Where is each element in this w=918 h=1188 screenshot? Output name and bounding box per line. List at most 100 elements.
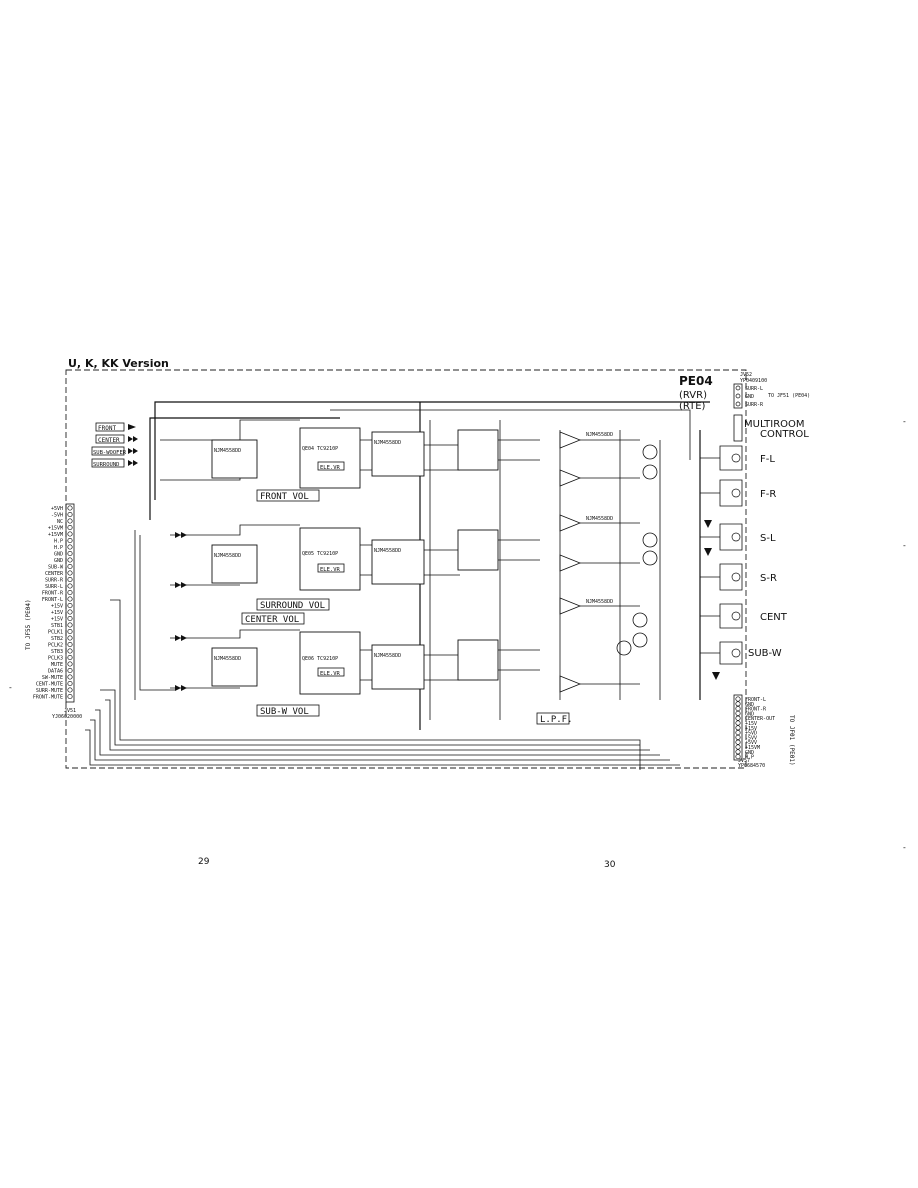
jack-icon xyxy=(731,488,741,498)
jack-cent-label: CENT xyxy=(760,612,788,623)
connector-pin xyxy=(67,693,73,700)
left-connector: JV51 YJ06020000 TO JF55 (PE04) +5VH-5VHN… xyxy=(25,503,82,720)
pin-label: GND xyxy=(745,702,754,708)
legend-subwoofer: SUB-WOOFER xyxy=(93,450,127,456)
svg-text:-: - xyxy=(902,843,907,852)
front-ic xyxy=(299,427,361,489)
page-number-right: 30 xyxy=(604,860,616,870)
connector-pin xyxy=(735,749,741,755)
pin-label: SUB-W xyxy=(48,565,64,571)
connector-pin xyxy=(67,609,73,615)
front-ic-sublabel: ELE.VR xyxy=(320,465,341,471)
pin-label: +5VH xyxy=(51,506,63,512)
legend-center: CENTER xyxy=(98,437,120,444)
pin-label: FRONT-L xyxy=(745,697,766,703)
connector-pin xyxy=(67,635,73,641)
jack-icon xyxy=(731,532,741,542)
surround-vol-label: SURROUND VOL xyxy=(260,601,325,611)
legend-front: FRONT xyxy=(98,425,116,432)
front-ic-label: QE04 TC9210P xyxy=(302,446,338,452)
front-opamp-2-label: NJM4558DD xyxy=(374,440,401,446)
connector-pin xyxy=(67,602,73,609)
surround-ic-sublabel: ELE.VR xyxy=(320,567,341,573)
connector-pin xyxy=(67,622,73,628)
connector-pin xyxy=(67,674,73,680)
subw-vol-label: SUB-W VOL xyxy=(260,707,309,717)
connector-pin xyxy=(67,505,73,511)
multiroom-label: MULTIROOM xyxy=(744,419,805,430)
pin-label: +15V xyxy=(51,604,63,610)
pin-label: FRONT-L xyxy=(42,597,63,603)
svg-text:YP0684570: YP0684570 xyxy=(738,763,765,769)
center-opamp-label: NJM4558DD xyxy=(214,656,241,662)
center-opamp-2-label: NJM4558DD xyxy=(374,653,401,659)
pin-label: SURR-L xyxy=(45,584,63,590)
svg-text:JV57: JV57 xyxy=(738,758,750,764)
connector-pin xyxy=(67,654,73,661)
svg-text:JV52: JV52 xyxy=(740,372,752,378)
pin-label: +5VD xyxy=(745,731,757,737)
pin-label: PCLK1 xyxy=(48,630,63,636)
connector-pin xyxy=(67,583,73,589)
connector-destination: TO JF51 (PE04) xyxy=(768,393,810,399)
pin-label: FRONT-R xyxy=(42,591,64,597)
svg-text:NJM4558DD: NJM4558DD xyxy=(586,432,613,438)
connector-destination: TO JF01 (PE01) xyxy=(788,715,795,766)
page-number-left: 29 xyxy=(198,857,210,867)
surround-opamp-2 xyxy=(371,539,425,585)
front-channel: NJM4558DD QE04 TC9210P ELE.VR NJM4558DD … xyxy=(160,419,460,502)
pin-label: GND xyxy=(54,558,63,564)
surround-opamp xyxy=(211,544,258,584)
pin-label: SURR-MUTE xyxy=(36,688,63,694)
connector-pin xyxy=(735,696,741,702)
transistors xyxy=(616,444,658,656)
pin-label: NC xyxy=(57,519,63,525)
signal-legend: FRONT CENTER SUB-WOOFER SURROUND xyxy=(91,422,138,468)
connector-pin xyxy=(67,648,73,654)
pin-label: H.P xyxy=(54,539,63,545)
double-arrow-icon xyxy=(128,436,138,442)
board-variant-2: (RTE) xyxy=(679,401,706,412)
svg-text:-: - xyxy=(902,417,907,426)
svg-text:-: - xyxy=(902,541,907,550)
connector-pin xyxy=(67,628,73,635)
surround-channel: NJM4558DD QE05 TC9210P ELE.VR NJM4558DD … xyxy=(170,524,460,611)
pin-label: FRONT-MUTE xyxy=(33,695,63,701)
jack-fl-label: F-L xyxy=(760,454,775,465)
connector-pin xyxy=(67,680,73,687)
pin-label: +5VV xyxy=(745,740,757,746)
pin-label: MUTE xyxy=(51,662,63,668)
front-opamp-label: NJM4558DD xyxy=(214,448,241,454)
surround-ic xyxy=(299,527,361,591)
connector-pin xyxy=(67,570,73,576)
pin-label: +15VM xyxy=(48,526,63,532)
jack-sr-label: S-R xyxy=(760,573,777,584)
center-vol-box xyxy=(241,612,305,625)
surround-opamp-label: NJM4558DD xyxy=(214,553,241,559)
pin-label: GND xyxy=(745,394,754,400)
double-arrow-icon xyxy=(128,448,138,454)
svg-text:NJM4558DD: NJM4558DD xyxy=(586,516,613,522)
svg-text:-: - xyxy=(8,683,13,692)
pin-label: +15VM xyxy=(48,532,63,538)
connector-pin xyxy=(67,518,73,524)
front-opamp xyxy=(211,439,258,479)
connector-pin xyxy=(67,667,73,674)
svg-text:YJ06020000: YJ06020000 xyxy=(52,714,82,720)
front-opamp-2 xyxy=(371,431,425,477)
center-ic xyxy=(299,631,361,695)
surround-vol-box xyxy=(256,598,330,611)
connector-pin xyxy=(735,706,741,712)
connector-pin xyxy=(67,557,73,563)
center-ic-label: QE06 TC9210P xyxy=(302,656,338,662)
connector-pin xyxy=(67,511,73,518)
front-vol-box xyxy=(256,489,320,502)
connector-pin xyxy=(735,754,741,760)
svg-text:JV51: JV51 xyxy=(64,708,76,714)
center-opamp-2 xyxy=(371,644,425,690)
output-opamps: NJM4558DD NJM4558DD NJM4558DD xyxy=(559,431,640,693)
pin-label: GND xyxy=(745,750,754,756)
pin-label: H.P xyxy=(745,755,754,761)
connector-pin xyxy=(735,725,741,731)
